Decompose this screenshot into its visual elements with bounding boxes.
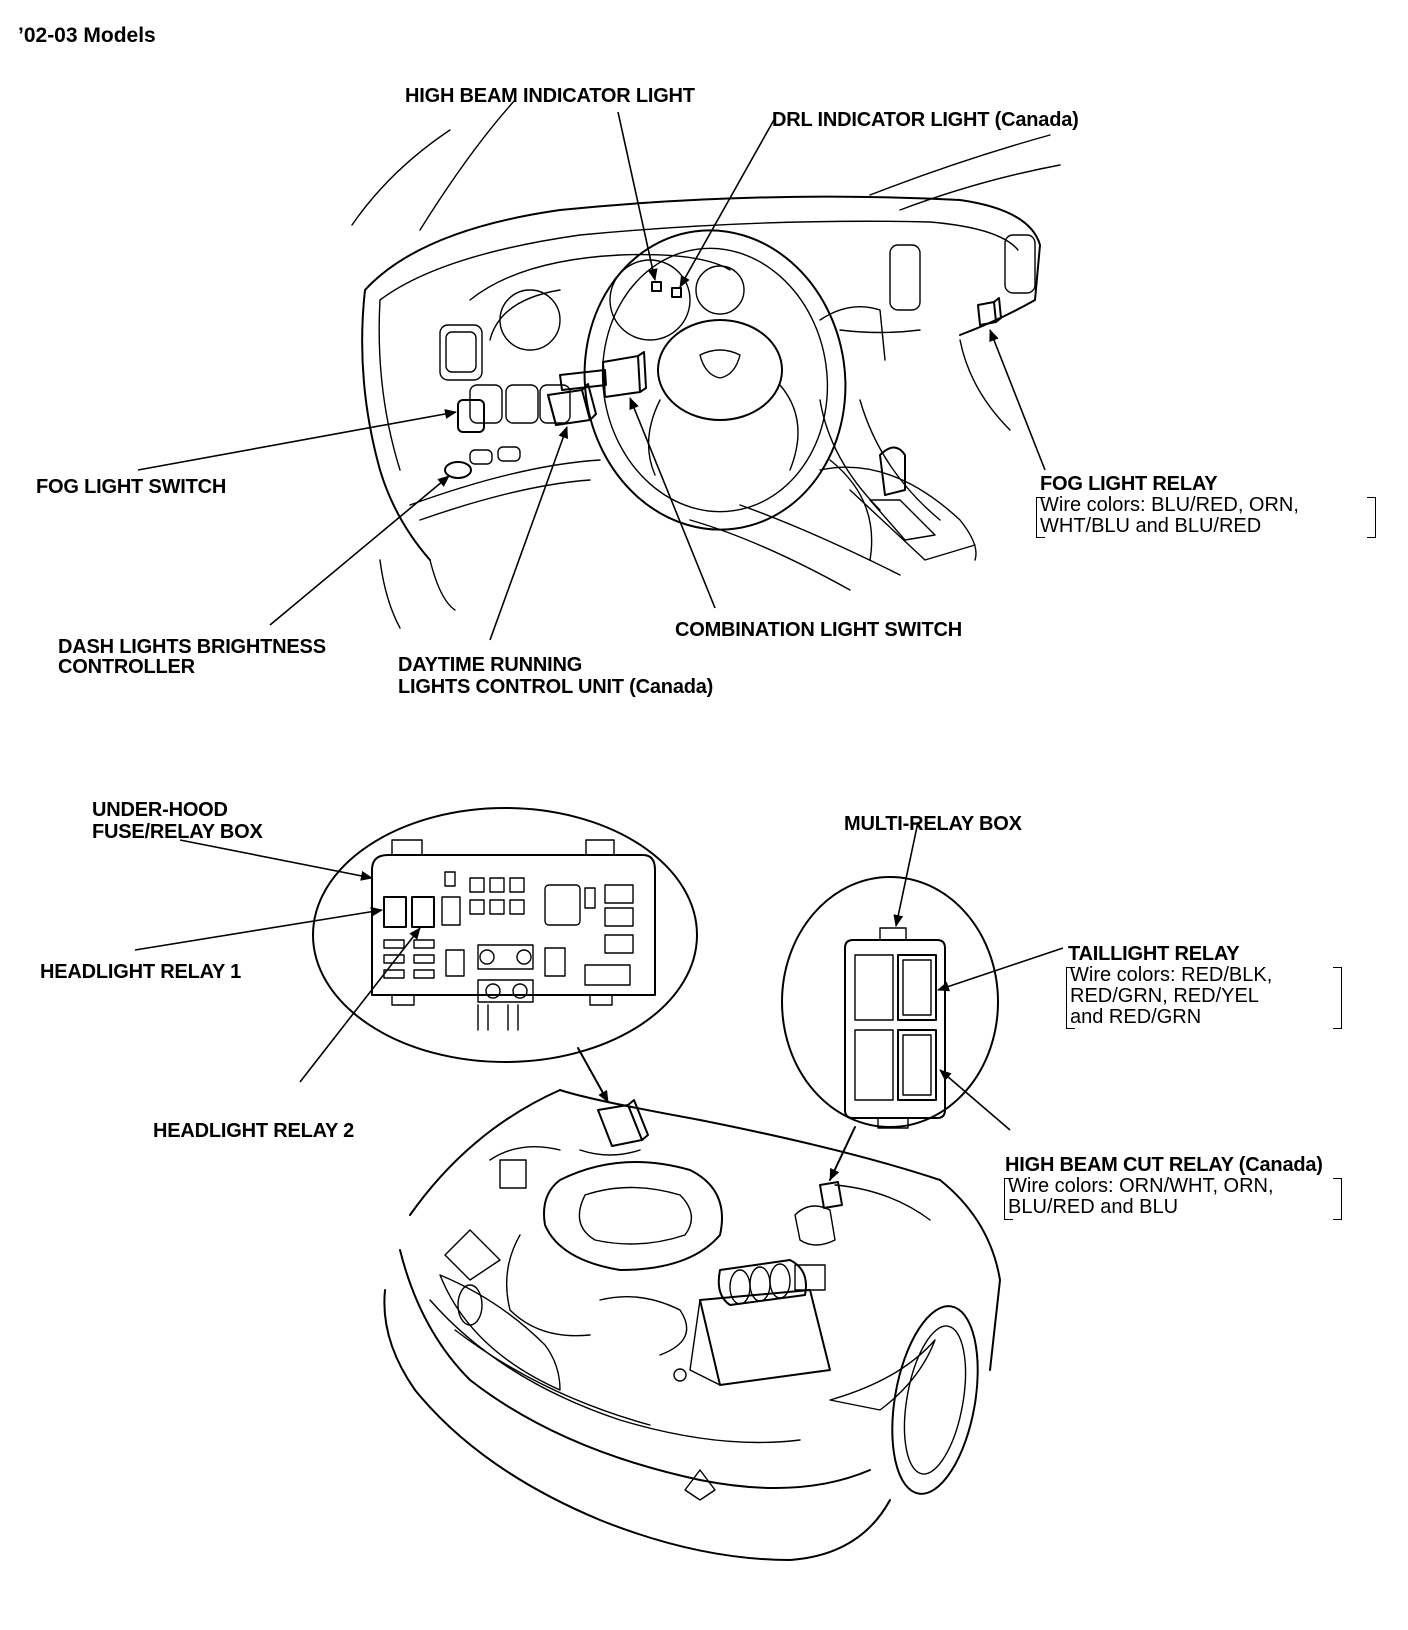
high-beam-cut-right-bracket	[1333, 1178, 1342, 1220]
taillight-left-bracket	[1066, 967, 1075, 1029]
high-beam-cut-relay-part	[897, 1029, 937, 1101]
label-high-beam-cut-relay: HIGH BEAM CUT RELAY (Canada)	[1005, 1154, 1323, 1176]
taillight-right-bracket	[1333, 967, 1342, 1029]
headlight-relay-2-part	[411, 896, 435, 928]
label-drl-unit-line2: LIGHTS CONTROL UNIT (Canada)	[398, 676, 714, 698]
fog-relay-right-bracket	[1367, 497, 1376, 538]
label-fog-light-switch: FOG LIGHT SWITCH	[36, 476, 227, 498]
engine-bay-illustration	[383, 1089, 1001, 1561]
label-under-hood-line2: FUSE/RELAY BOX	[92, 821, 263, 843]
engine-bay-leaders	[134, 821, 1064, 1181]
label-high-beam-indicator: HIGH BEAM INDICATOR LIGHT	[405, 85, 695, 107]
fog-relay-left-bracket	[1036, 497, 1045, 538]
headlight-relay-1-part	[383, 896, 407, 928]
label-combination-switch: COMBINATION LIGHT SWITCH	[675, 619, 963, 641]
under-hood-fuse-box-inset	[312, 807, 698, 1063]
fog-light-relay-wires-1: Wire colors: BLU/RED, ORN,	[1040, 494, 1299, 516]
taillight-wires-3: and RED/GRN	[1070, 1006, 1202, 1028]
multi-relay-box-inset	[781, 876, 999, 1129]
label-headlight-relay-1: HEADLIGHT RELAY 1	[40, 961, 242, 983]
label-headlight-relay-2: HEADLIGHT RELAY 2	[153, 1120, 355, 1142]
taillight-wires-1: Wire colors: RED/BLK,	[1070, 964, 1273, 986]
taillight-relay-part	[897, 954, 937, 1021]
high-beam-cut-left-bracket	[1004, 1178, 1013, 1220]
high-beam-cut-wires-2: BLU/RED and BLU	[1008, 1196, 1179, 1218]
dashboard-leaders	[137, 111, 1046, 641]
fog-light-switch-part	[457, 399, 485, 433]
dash-controller-part	[444, 461, 472, 479]
label-drl-indicator: DRL INDICATOR LIGHT (Canada)	[772, 109, 1079, 131]
label-taillight-relay: TAILLIGHT RELAY	[1068, 943, 1240, 965]
label-dash-lights-line1: DASH LIGHTS BRIGHTNESS	[58, 636, 326, 658]
high-beam-cut-wires-1: Wire colors: ORN/WHT, ORN,	[1008, 1175, 1274, 1197]
taillight-wires-2: RED/GRN, RED/YEL	[1070, 985, 1259, 1007]
label-fog-light-relay: FOG LIGHT RELAY	[1040, 473, 1218, 495]
label-drl-unit-line1: DAYTIME RUNNING	[398, 654, 583, 676]
label-multi-relay-box: MULTI-RELAY BOX	[844, 813, 1022, 835]
fog-light-relay-wires-2: WHT/BLU and BLU/RED	[1040, 515, 1262, 537]
page-title: ’02-03 Models	[18, 24, 156, 47]
label-under-hood-line1: UNDER-HOOD	[92, 799, 228, 821]
dashboard-illustration	[351, 99, 1061, 629]
label-dash-lights-line2: CONTROLLER	[58, 656, 195, 678]
